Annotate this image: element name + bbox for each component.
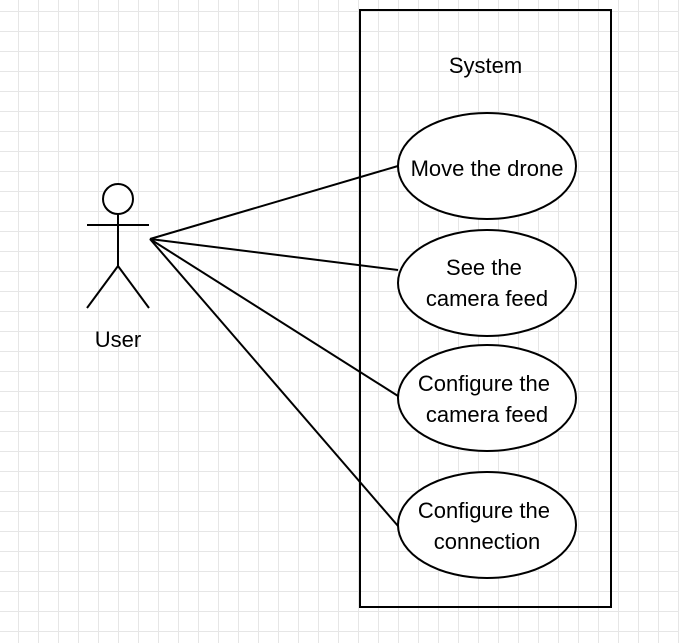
association-see-camera-feed[interactable] — [149, 238, 399, 271]
system-boundary[interactable] — [359, 9, 612, 608]
association-move-drone[interactable] — [149, 165, 399, 240]
use-case-ellipse — [397, 344, 577, 452]
use-case-label-line: See the — [446, 255, 522, 280]
use-case-ellipse — [397, 112, 577, 220]
use-case-label-line: Configure the — [418, 371, 550, 396]
association-configure-connection[interactable] — [149, 238, 399, 527]
association-configure-camera-feed[interactable] — [149, 238, 399, 397]
use-case-configure-connection[interactable]: Configure the connection — [397, 471, 577, 579]
use-case-ellipse — [397, 471, 577, 579]
use-case-label: Move the drone — [411, 156, 564, 181]
use-case-label: See the camera feed — [426, 255, 548, 311]
associations — [149, 165, 399, 527]
actor-user[interactable] — [86, 183, 150, 309]
use-case-label-line: connection — [434, 529, 540, 554]
actor-head — [102, 183, 134, 215]
system-title: System — [449, 53, 522, 78]
actor-label: User — [95, 327, 141, 352]
use-case-ellipse — [397, 229, 577, 337]
actor-left-leg — [86, 265, 119, 309]
actor-right-leg — [117, 265, 150, 309]
use-case-label-line: Configure the — [418, 498, 550, 523]
use-case-label-line: Move the drone — [411, 156, 564, 181]
use-case-configure-camera-feed[interactable]: Configure the camera feed — [397, 344, 577, 452]
use-case-label: Configure the connection — [418, 498, 556, 554]
use-case-label: Configure the camera feed — [418, 371, 556, 427]
use-case-label-line: camera feed — [426, 286, 548, 311]
use-case-move-drone[interactable]: Move the drone — [397, 112, 577, 220]
use-case-see-camera-feed[interactable]: See the camera feed — [397, 229, 577, 337]
use-case-label-line: camera feed — [426, 402, 548, 427]
